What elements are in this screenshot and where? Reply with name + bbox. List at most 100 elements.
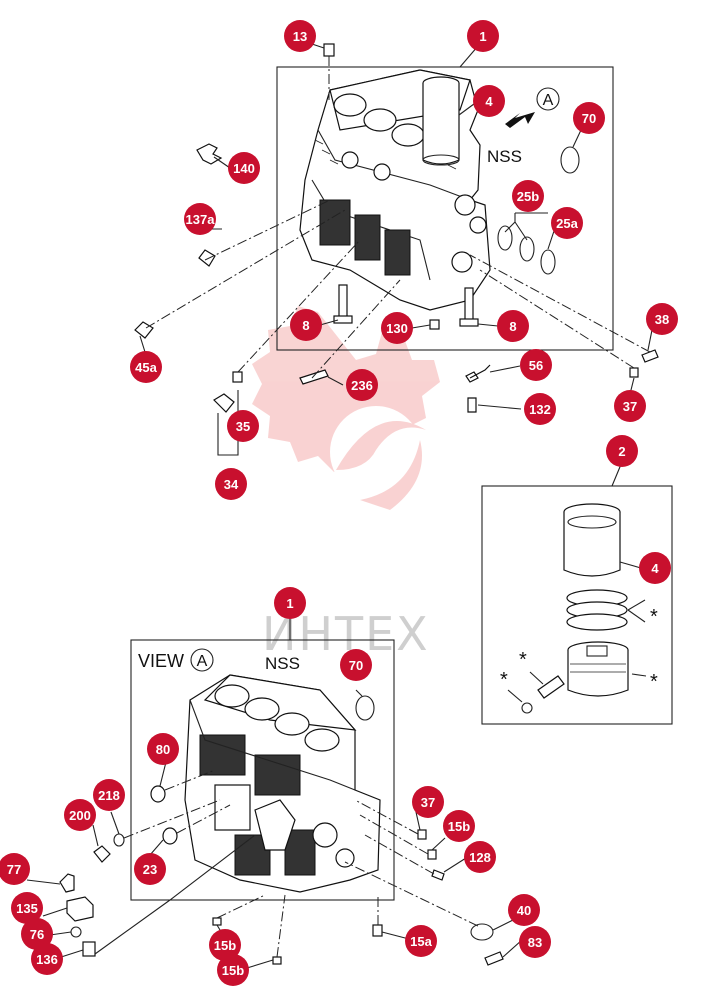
callout-15b-b: 15b (217, 954, 249, 986)
cylinder-liner-top (422, 76, 460, 166)
callout-137a: 137a (184, 203, 216, 235)
callout-136: 136 (31, 943, 63, 975)
watermark-logo-gear (252, 306, 440, 510)
svg-text:70: 70 (582, 111, 596, 126)
bottom-frame (130, 639, 395, 901)
callout-8-left: 8 (290, 309, 322, 341)
svg-text:15a: 15a (410, 934, 432, 949)
callout-34: 34 (215, 468, 247, 500)
plug-15b-b (272, 956, 282, 965)
pin-128 (431, 869, 445, 881)
engine-block-bottom (184, 674, 381, 893)
callout-38: 38 (646, 303, 678, 335)
svg-text:136: 136 (36, 952, 58, 967)
callout-70-bottom: 70 (340, 649, 372, 681)
asterisk-snap-ring: * (500, 669, 508, 691)
svg-text:15b: 15b (448, 819, 470, 834)
callout-2: 2 (606, 435, 638, 467)
callout-8-right: 8 (497, 310, 529, 342)
asterisk-rings: * (650, 606, 658, 628)
callout-1-top: 1 (467, 20, 499, 52)
callout-40: 40 (508, 894, 540, 926)
svg-text:2: 2 (618, 444, 625, 459)
svg-text:23: 23 (143, 862, 157, 877)
svg-text:15b: 15b (222, 963, 244, 978)
svg-text:34: 34 (224, 477, 239, 492)
callout-200: 200 (64, 799, 96, 831)
svg-text:38: 38 (655, 312, 669, 327)
svg-text:83: 83 (528, 935, 542, 950)
svg-text:76: 76 (30, 927, 44, 942)
callout-218: 218 (93, 779, 125, 811)
svg-text:200: 200 (69, 808, 91, 823)
callouts: 1 13 4 70 140 137a 25b 25a 45a 8 130 8 3… (0, 20, 678, 986)
fitting-132 (467, 397, 477, 413)
fitting-136 (82, 941, 96, 957)
piston-rings (566, 589, 628, 631)
nss-label-bottom: NSS (265, 654, 300, 673)
svg-text:135: 135 (16, 901, 38, 916)
svg-text:1: 1 (479, 29, 486, 44)
callout-23: 23 (134, 853, 166, 885)
callout-128: 128 (464, 841, 496, 873)
bolt-200 (93, 845, 111, 863)
svg-text:8: 8 (302, 318, 309, 333)
plug-37-bottom (417, 829, 427, 840)
piston-pin (537, 675, 565, 699)
fitting-45a (134, 321, 154, 339)
svg-text:35: 35 (236, 419, 250, 434)
o-ring-25b-2 (519, 236, 535, 262)
washer-218 (113, 833, 125, 847)
fitting-140 (196, 143, 223, 165)
plug-80 (150, 785, 166, 803)
kit-frame (481, 485, 673, 725)
svg-text:128: 128 (469, 850, 491, 865)
callout-45a: 45a (130, 351, 162, 383)
bolt-8-right (464, 287, 474, 324)
bolt-8-left (338, 284, 348, 321)
svg-text:25a: 25a (556, 216, 578, 231)
svg-text:37: 37 (623, 399, 637, 414)
callout-35: 35 (227, 410, 259, 442)
svg-text:1: 1 (286, 596, 293, 611)
svg-text:77: 77 (7, 862, 21, 877)
view-letter: A (197, 653, 208, 670)
svg-text:25b: 25b (517, 189, 539, 204)
svg-text:37: 37 (421, 795, 435, 810)
callout-37-top: 37 (614, 390, 646, 422)
snap-ring (521, 702, 533, 714)
plug-37-top (629, 367, 639, 378)
svg-text:218: 218 (98, 788, 120, 803)
direction-arrow-icon (505, 112, 535, 128)
svg-text:140: 140 (233, 161, 255, 176)
bolt-77 (59, 873, 75, 893)
svg-text:137a: 137a (186, 212, 216, 227)
bracket-25b (504, 212, 548, 241)
pin-83 (484, 951, 504, 966)
svg-text:4: 4 (651, 561, 659, 576)
svg-text:130: 130 (386, 321, 408, 336)
svg-text:13: 13 (293, 29, 307, 44)
bolt-35 (213, 393, 235, 413)
callout-77: 77 (0, 853, 30, 885)
asterisk-piston: * (650, 671, 658, 693)
callout-83: 83 (519, 926, 551, 958)
svg-text:15b: 15b (214, 938, 236, 953)
plug-130 (429, 319, 440, 330)
callout-130: 130 (381, 312, 413, 344)
callout-37-bottom: 37 (412, 786, 444, 818)
svg-text:132: 132 (529, 402, 551, 417)
plug-15a (372, 924, 383, 937)
svg-text:70: 70 (349, 658, 363, 673)
svg-text:8: 8 (509, 319, 516, 334)
callout-70-top: 70 (573, 102, 605, 134)
plug-15b-a (212, 917, 222, 926)
callout-4-right: 4 (639, 552, 671, 584)
pin-38 (641, 349, 659, 363)
asterisk-pin: * (519, 649, 527, 671)
callout-25b: 25b (512, 180, 544, 212)
plug-23 (162, 827, 178, 845)
nss-label-top: NSS (487, 147, 522, 166)
callout-4-top: 4 (473, 85, 505, 117)
